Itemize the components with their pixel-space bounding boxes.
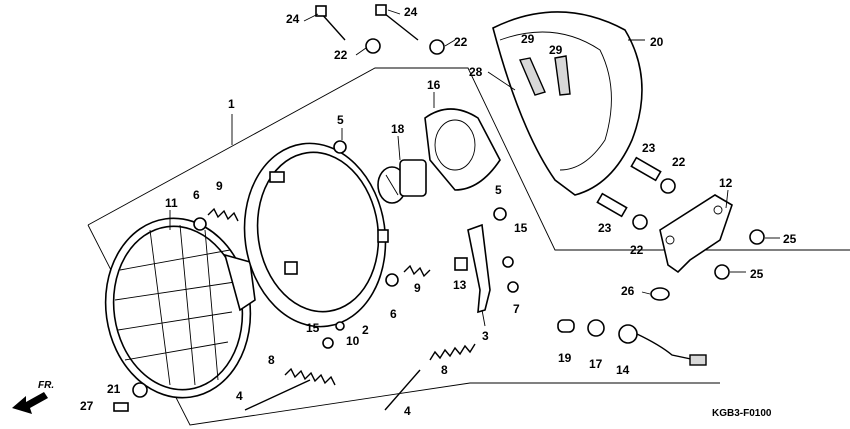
callout-c12: 12 — [719, 176, 733, 190]
headlight-lens — [104, 217, 256, 399]
callout-c18: 18 — [391, 122, 405, 136]
callout-c10: 10 — [346, 334, 360, 348]
collar-23-b — [596, 192, 628, 218]
callout-c28: 28 — [469, 65, 483, 79]
nut-15-b — [335, 321, 345, 331]
headlight-rim — [243, 142, 389, 328]
bulb — [377, 159, 427, 204]
callout-c25a: 25 — [783, 232, 797, 246]
mount-bracket — [467, 223, 491, 314]
screw-right — [384, 369, 421, 411]
callout-c15a: 15 — [514, 221, 528, 235]
leader-lines — [169, 9, 780, 327]
callout-c29b: 29 — [549, 43, 563, 57]
callout-c22d: 22 — [630, 243, 644, 257]
callout-c27: 27 — [80, 399, 94, 413]
screw-left — [244, 379, 311, 411]
callout-c21: 21 — [107, 382, 121, 396]
callout-c9a: 9 — [216, 179, 223, 193]
screw-7 — [507, 281, 519, 293]
callout-c8a: 8 — [268, 353, 275, 367]
cap-25-a — [749, 229, 765, 245]
nut-6-b — [385, 273, 399, 287]
callout-c23b: 23 — [598, 221, 612, 235]
collar-23-a — [630, 156, 662, 182]
bolt-24-right-head — [375, 4, 387, 16]
callout-c24a: 24 — [286, 12, 300, 26]
diagram-code: KGB3-F0100 — [712, 408, 772, 419]
spring-lower — [403, 264, 431, 278]
grommet-26 — [650, 287, 670, 301]
callout-c22b: 22 — [454, 35, 468, 49]
screw-5-b — [493, 207, 507, 221]
callout-c5a: 5 — [337, 113, 344, 127]
callout-c22a: 22 — [334, 48, 348, 62]
callout-c23a: 23 — [642, 141, 656, 155]
socket-shroud — [424, 108, 501, 191]
nut-22-a — [365, 38, 381, 54]
callout-c26: 26 — [621, 284, 635, 298]
callout-c6a: 6 — [193, 188, 200, 202]
nut-10 — [322, 337, 334, 349]
nut-6-a — [193, 217, 207, 231]
callout-c19: 19 — [558, 351, 572, 365]
callout-c6b: 6 — [390, 307, 397, 321]
assembly-boundary — [87, 67, 850, 251]
callout-c4a: 4 — [236, 389, 243, 403]
position-bulb-19 — [557, 319, 575, 333]
callout-c15b: 15 — [306, 321, 320, 335]
screw-5-a — [333, 140, 347, 154]
nut-21 — [132, 382, 148, 398]
nut-15-a — [502, 256, 514, 268]
callout-c9b: 9 — [414, 281, 421, 295]
callout-c1: 1 — [228, 97, 235, 111]
clip-13 — [454, 257, 468, 271]
adjust-spring-right — [429, 343, 476, 361]
headlight-stay — [659, 194, 733, 274]
callout-c8b: 8 — [441, 363, 448, 377]
callout-c22c: 22 — [672, 155, 686, 169]
callout-c24b: 24 — [404, 5, 418, 19]
callout-c7: 7 — [513, 302, 520, 316]
cap-25-b — [714, 264, 730, 280]
callout-c29a: 29 — [521, 32, 535, 46]
nut-22-d — [632, 214, 648, 230]
nut-22-b — [429, 39, 445, 55]
callout-c25b: 25 — [750, 267, 764, 281]
callout-c3: 3 — [482, 329, 489, 343]
callout-c5b: 5 — [495, 183, 502, 197]
headlight-case — [492, 11, 643, 196]
callout-c11: 11 — [165, 196, 178, 210]
callout-c16: 16 — [427, 78, 441, 92]
callout-c4b: 4 — [404, 404, 411, 418]
adjust-spring-left — [284, 367, 336, 386]
nut-22-c — [660, 178, 676, 194]
callout-c17: 17 — [589, 357, 603, 371]
socket-17 — [587, 319, 605, 337]
front-direction-arrow — [12, 392, 48, 414]
callout-c20: 20 — [650, 35, 664, 49]
spring-upper — [207, 207, 239, 222]
bolt-24-left-head — [315, 5, 327, 17]
callout-c13: 13 — [453, 278, 467, 292]
callout-c2: 2 — [362, 323, 369, 337]
harness-14 — [618, 324, 707, 366]
screw-27 — [113, 402, 129, 412]
front-direction-label: FR. — [38, 380, 54, 391]
callout-c14: 14 — [616, 363, 630, 377]
